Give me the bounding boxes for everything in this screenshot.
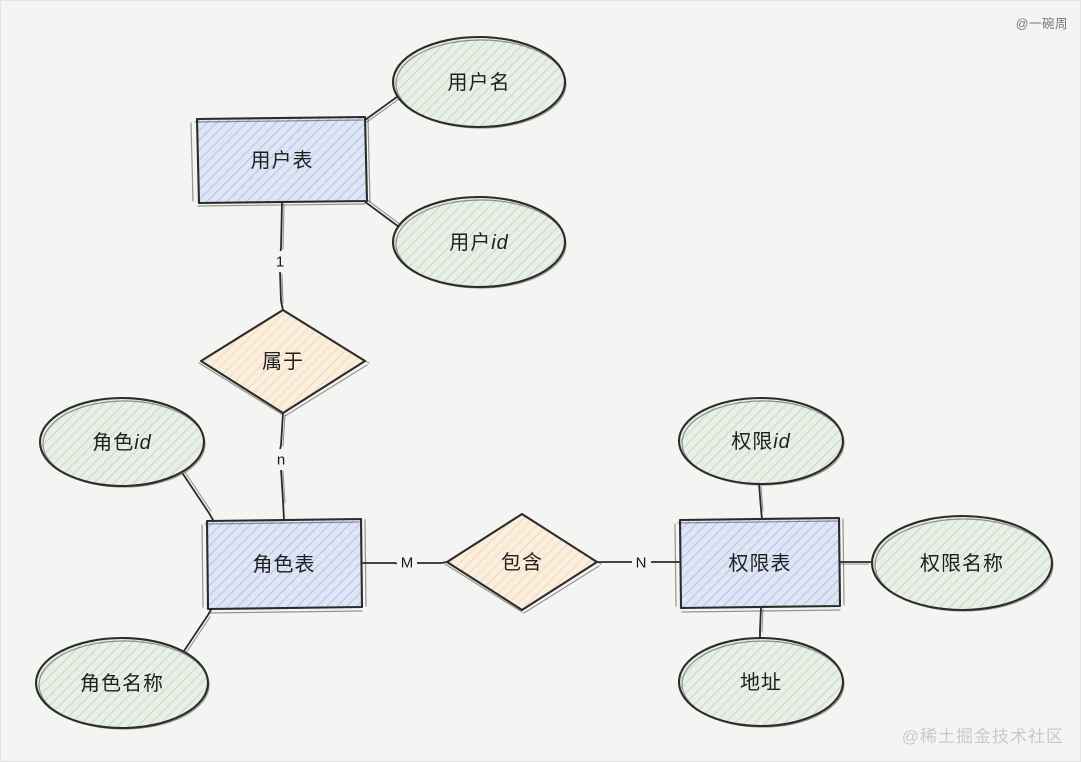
- attribute-role-id-suffix: id: [134, 432, 152, 454]
- entity-user-table-label: 用户表: [251, 149, 314, 172]
- entity-role-table-label: 角色表: [253, 553, 316, 576]
- attribute-role-name-label: 角色名称: [80, 672, 164, 695]
- attribute-role-id-label: 角色: [92, 431, 134, 454]
- svg-text:用户id: 用户id: [449, 231, 509, 254]
- attribute-user-name[interactable]: 用户名: [391, 35, 567, 129]
- attribute-user-name-label: 用户名: [448, 71, 511, 94]
- relationship-layer: 属于 包含: [198, 308, 602, 614]
- attribute-address-label: 地址: [740, 671, 782, 694]
- edge-belongs-to-to-role-table: [279, 412, 286, 521]
- cardinality-one: 1: [273, 251, 288, 272]
- entity-permission-table[interactable]: 权限表: [674, 516, 845, 613]
- edge-role-table-to-contains: [360, 561, 448, 565]
- svg-text:权限id: 权限id: [731, 430, 791, 453]
- attribute-address[interactable]: 地址: [677, 636, 845, 728]
- cardinality-n2-text: N: [636, 555, 647, 572]
- cardinality-layer: 1 n M N: [273, 251, 651, 573]
- edge-role-name-to-role-table: [183, 607, 213, 654]
- entity-permission-table-label: 权限表: [729, 552, 792, 575]
- attribute-user-id-label: 用户: [449, 231, 491, 254]
- attribute-permission-id-label: 权限: [731, 430, 773, 453]
- edge-user-table-to-belongs-to: [279, 201, 285, 311]
- watermark-community: @稀土掘金技术社区: [901, 727, 1064, 746]
- cardinality-n-text: n: [277, 452, 285, 469]
- edge-role-id-to-role-table: [182, 471, 214, 521]
- relationship-belongs-to[interactable]: 属于: [198, 308, 370, 417]
- cardinality-n: n: [273, 449, 289, 470]
- cardinality-one-text: 1: [276, 254, 284, 271]
- cardinality-n2: N: [632, 552, 651, 573]
- attribute-layer: 用户名 用户id 角色id 角色: [34, 35, 1054, 730]
- cardinality-m-text: M: [401, 555, 414, 572]
- relationship-belongs-to-label: 属于: [262, 351, 304, 373]
- attribute-permission-id-suffix: id: [773, 431, 791, 453]
- edge-permission-id-to-permission-table: [758, 483, 764, 520]
- entity-role-table[interactable]: 角色表: [201, 517, 367, 614]
- svg-text:角色id: 角色id: [92, 431, 152, 454]
- edge-permission-table-to-address: [759, 606, 764, 640]
- attribute-user-id-suffix: id: [491, 232, 509, 254]
- attribute-permission-name-label: 权限名称: [920, 552, 1004, 575]
- watermark-author: @一碗周: [1015, 17, 1068, 31]
- attribute-permission-id[interactable]: 权限id: [677, 396, 845, 486]
- entity-layer: 用户表 角色表 权限表: [190, 115, 845, 614]
- entity-user-table[interactable]: 用户表: [190, 115, 371, 207]
- relationship-contains[interactable]: 包含: [444, 512, 602, 614]
- attribute-role-name[interactable]: 角色名称: [34, 636, 210, 730]
- relationship-contains-label: 包含: [501, 551, 543, 574]
- cardinality-m: M: [397, 552, 417, 573]
- attribute-role-id[interactable]: 角色id: [38, 396, 206, 488]
- attribute-permission-name[interactable]: 权限名称: [870, 514, 1054, 612]
- attribute-user-id[interactable]: 用户id: [391, 195, 567, 289]
